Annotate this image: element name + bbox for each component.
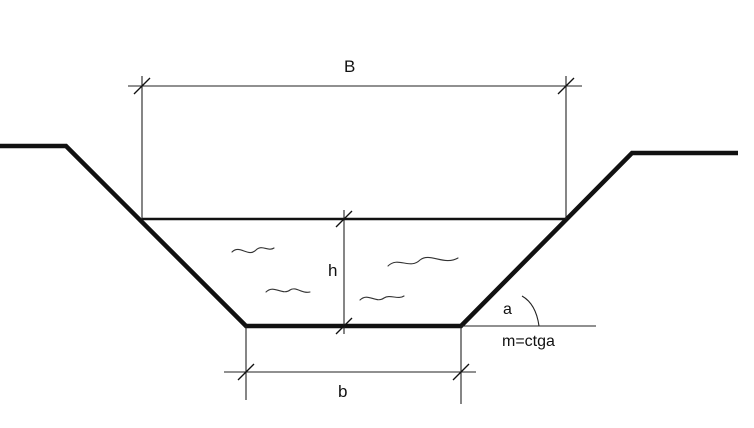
bottom-width-dimension: b [224, 326, 476, 404]
tick-left [133, 77, 151, 95]
depth-dimension: h [328, 210, 353, 335]
angle-label: a [503, 301, 512, 318]
slope-angle-marker: a m=ctga [461, 295, 596, 350]
slope-formula-label: m=ctga [502, 333, 555, 350]
tick-bottom [335, 317, 353, 335]
tick-bottom-right [452, 363, 470, 381]
tick-bottom-left [237, 363, 255, 381]
tick-top [335, 210, 353, 228]
channel-profile [0, 143, 738, 329]
wave-3 [265, 288, 311, 293]
top-width-dimension: B [128, 57, 582, 219]
angle-arc [521, 295, 540, 327]
water-waves [231, 247, 459, 301]
wave-1 [231, 247, 275, 254]
depth-label: h [328, 261, 337, 280]
bottom-width-label: b [338, 382, 347, 401]
wave-4 [359, 295, 405, 301]
wave-2 [387, 256, 459, 267]
top-width-label: B [344, 57, 355, 76]
tick-right [557, 77, 575, 95]
